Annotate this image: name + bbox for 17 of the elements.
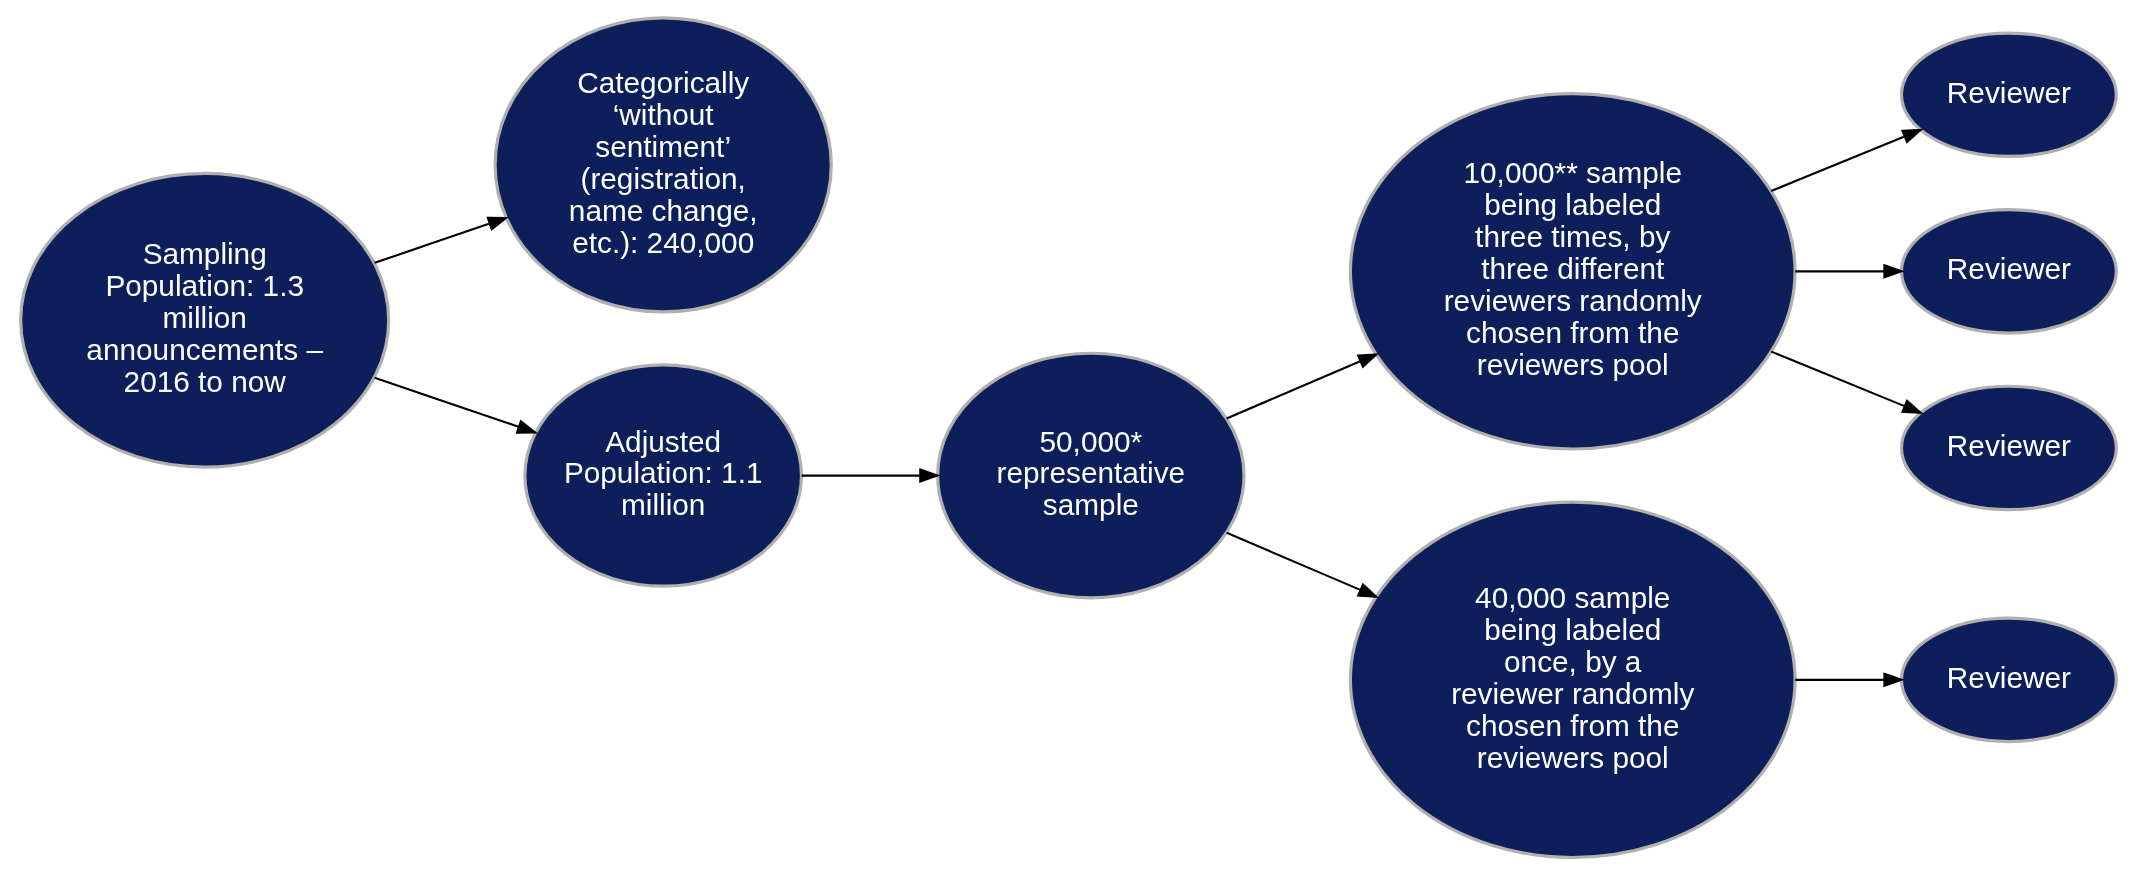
node-ellipse: 10,000** sample being labeled three times, by three different reviewers randomly chosen from the reviewers pool xyxy=(1348,91,1797,451)
node-ellipse: 40,000 sample being labeled once, by a reviewer randomly chosen from the reviewers pool xyxy=(1348,500,1797,859)
arrow xyxy=(1794,671,1905,687)
arrow xyxy=(801,467,940,483)
node-ellipse: Categorically ‘without sentiment’ (registration, name change, etc.): 240,000 xyxy=(493,15,833,314)
node-ellipse: Sampling Population: 1.3 million announcements – 2016 to now xyxy=(18,171,390,469)
arrow xyxy=(1770,128,1923,192)
node-ellipse: 50,000* representative sample xyxy=(935,351,1246,599)
arrow xyxy=(1225,531,1379,598)
node-ellipse: Reviewer xyxy=(1899,207,2118,335)
arrow xyxy=(373,376,538,434)
arrow xyxy=(1794,263,1905,279)
arrow xyxy=(1770,350,1923,414)
node-ellipse: Adjusted Population: 1.1 million xyxy=(522,362,803,588)
arrow xyxy=(1225,352,1379,419)
arrow xyxy=(373,216,509,264)
node-ellipse: Reviewer xyxy=(1899,616,2118,743)
